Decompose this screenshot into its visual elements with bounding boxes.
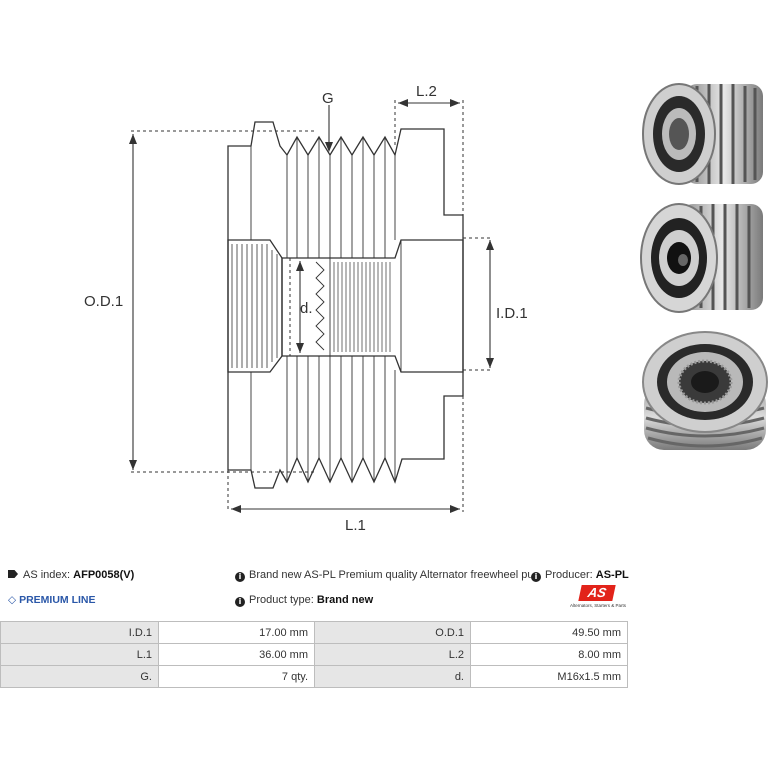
table-row: I.D.1 17.00 mm O.D.1 49.50 mm [0,621,628,644]
spec-key: O.D.1 [314,621,471,644]
spec-value: M16x1.5 mm [470,665,628,688]
d-label: d. [300,300,313,317]
splined-hub [227,239,283,373]
spec-value: 7 qty. [158,665,315,688]
spec-key: d. [314,665,471,688]
logo-subtitle: Alternators, Starters & Parts [569,603,627,608]
info-icon: i [235,572,245,582]
premium-line-label: PREMIUM LINE [19,594,96,606]
spec-key: L.1 [0,643,159,666]
threaded-bore [281,239,464,373]
l1-label: L.1 [345,517,366,534]
table-row: L.1 36.00 mm L.2 8.00 mm [0,643,628,666]
technical-drawing: O.D.1 I.D.1 L.1 L.2 G d. [84,83,528,534]
premium-line: ◇PREMIUM LINE [8,594,96,606]
producer-label: Producer: [545,569,593,581]
spec-key: L.2 [314,643,471,666]
id-label: I.D.1 [496,305,528,322]
diamond-icon: ◇ [8,594,17,606]
tag-icon [8,570,18,578]
arrow-heads [129,99,494,513]
producer: i Producer: AS-PL [531,569,629,582]
as-index-value: AFP0058(V) [73,569,135,581]
spec-value: 8.00 mm [470,643,628,666]
table-row: G. 7 qty. d. M16x1.5 mm [0,665,628,688]
spec-value: 49.50 mm [470,621,628,644]
pulley-outline [227,121,464,489]
spec-value: 17.00 mm [158,621,315,644]
info-icon: i [235,597,245,607]
spec-key: G. [0,665,159,688]
g-label: G [322,90,334,107]
producer-value: AS-PL [595,569,629,581]
pulley-side-view-photo [642,83,763,185]
as-index-label: AS index: [23,569,71,581]
product-type-label: Product type: [249,594,314,606]
as-pl-logo: AS Alternators, Starters & Parts [566,585,630,613]
product-type: i Product type: Brand new [235,594,373,607]
groove-lines [250,137,396,482]
info-icon: i [531,572,541,582]
od-label: O.D.1 [84,293,123,310]
dimension-lines [132,102,491,510]
specs-table: I.D.1 17.00 mm O.D.1 49.50 mm L.1 36.00 … [0,621,628,688]
spec-value: 36.00 mm [158,643,315,666]
pulley-clutch-view-photo [642,331,768,450]
l2-label: L.2 [416,83,437,100]
spec-key: I.D.1 [0,621,159,644]
logo-mark: AS [578,585,616,601]
product-type-value: Brand new [316,594,374,606]
extension-lines [131,100,492,512]
as-index: AS index: AFP0058(V) [8,569,134,581]
pulley-front-view-photo [640,203,763,313]
description-text: Brand new AS-PL Premium quality Alternat… [249,569,551,581]
